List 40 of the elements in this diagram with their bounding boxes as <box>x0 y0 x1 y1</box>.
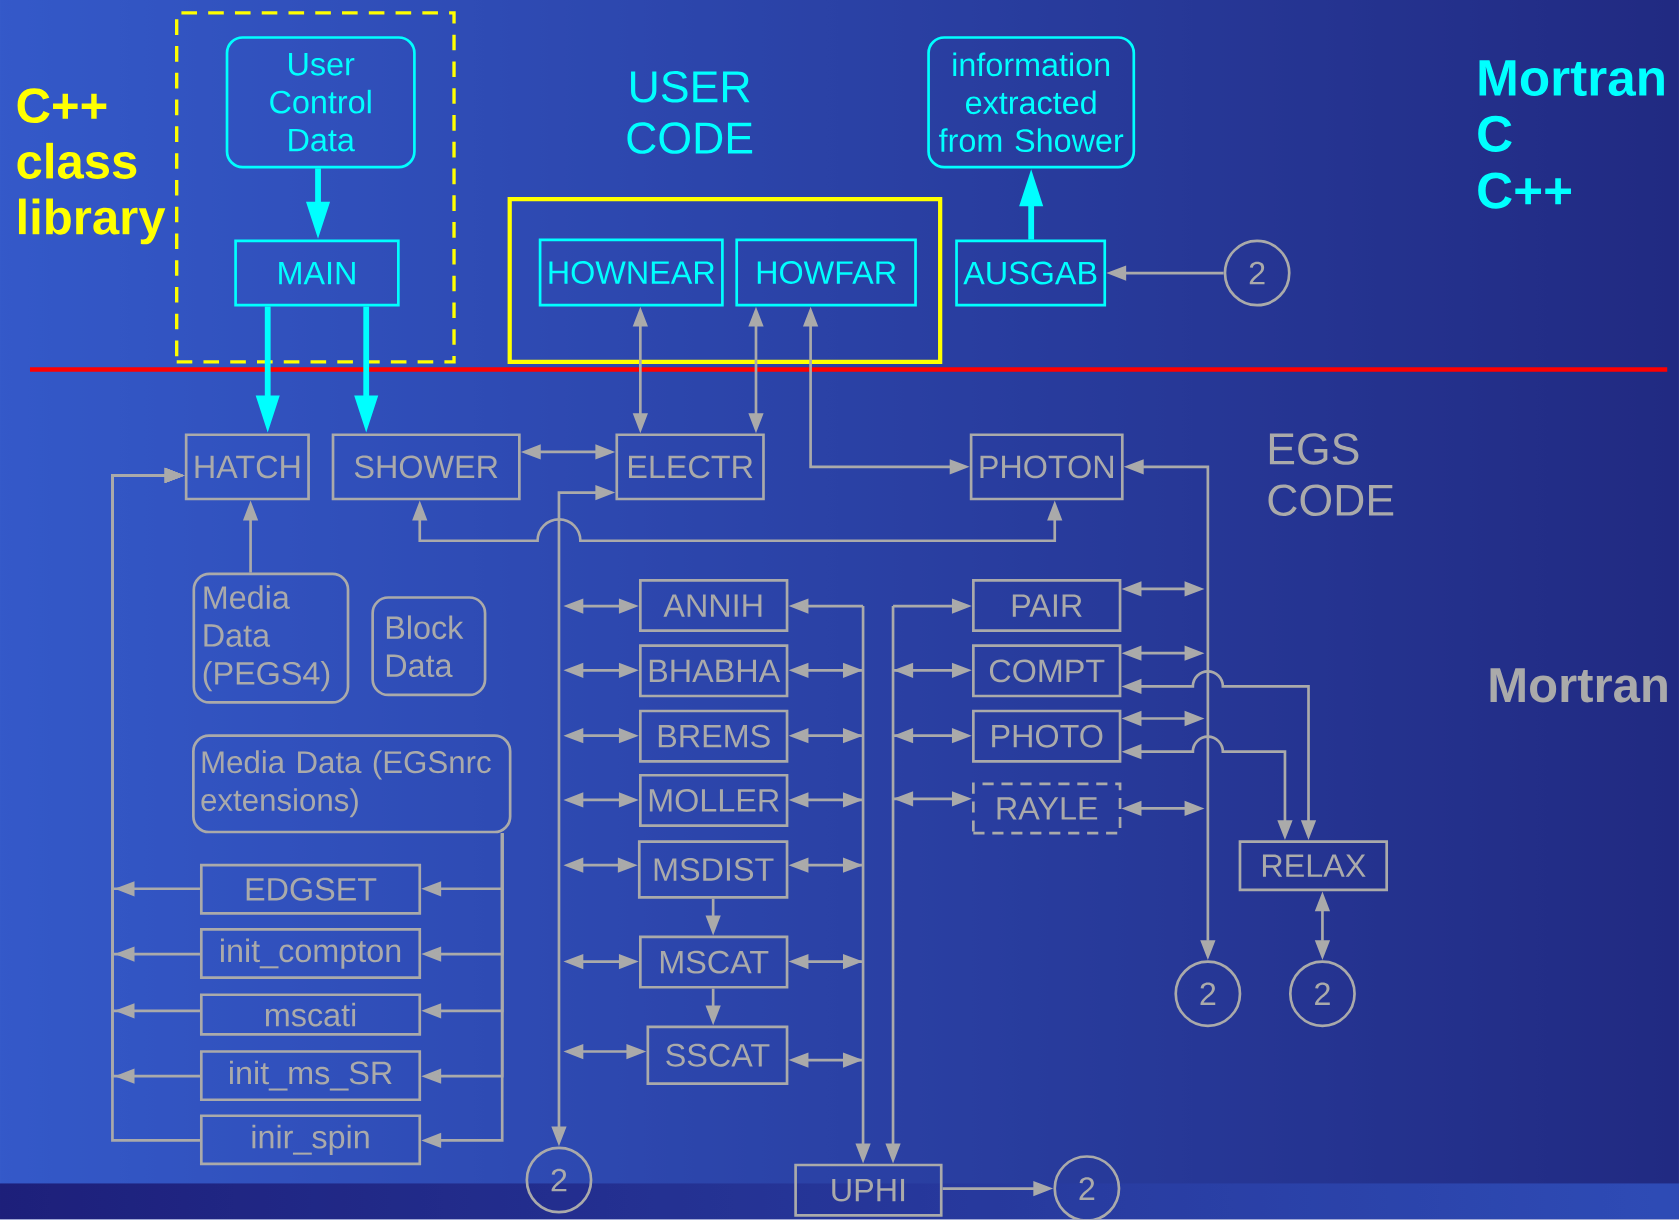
caption-text: Mortran <box>1479 60 1664 97</box>
frame-box <box>175 11 456 364</box>
process-box: PHOTO <box>972 709 1122 763</box>
caption-text: Mortran <box>1490 668 1667 703</box>
process-box: BHABHA <box>639 644 789 698</box>
data-box: Media Data (EGSnrc extensions) <box>192 734 512 834</box>
frame-box <box>507 197 943 365</box>
process-box: AUSGAB <box>955 239 1107 307</box>
caption-text: C++ <box>1478 172 1571 209</box>
process-box: ANNIH <box>639 579 789 633</box>
process-box: RAYLE <box>972 782 1122 835</box>
data-box: information extracted from Shower <box>927 36 1136 169</box>
data-box: User Control Data <box>225 36 416 169</box>
process-box: inir_spin <box>199 1114 422 1166</box>
process-box: COMPT <box>972 644 1122 698</box>
process-box: EDGSET <box>199 864 422 915</box>
process-box: init_ms_SR <box>199 1050 422 1102</box>
process-box: ELECTR <box>615 433 765 501</box>
caption-text: EGS CODE <box>1268 433 1394 517</box>
data-box: Block Data <box>371 596 487 697</box>
process-box: PAIR <box>972 579 1122 633</box>
process-box: SSCAT <box>646 1025 789 1086</box>
process-box: SHOWER <box>331 433 521 501</box>
process-box: MSDIST <box>637 840 789 899</box>
data-box: Media Data (PEGS4) <box>192 572 350 704</box>
process-box: MAIN <box>234 239 400 307</box>
process-box: PHOTON <box>969 433 1124 501</box>
process-box: UPHI <box>794 1163 943 1217</box>
process-box: HOWFAR <box>735 238 917 307</box>
caption-text: C++ class library <box>17 88 166 245</box>
process-box: HATCH <box>184 433 310 501</box>
process-box: init_compton <box>199 928 422 980</box>
caption-text: USER CODE <box>627 71 753 155</box>
process-box: HOWNEAR <box>538 238 724 307</box>
process-box: mscati <box>199 993 422 1036</box>
caption-text: C <box>1478 115 1512 153</box>
process-box: MOLLER <box>639 774 789 828</box>
process-box: RELAX <box>1238 840 1388 892</box>
process-box: BREMS <box>639 709 789 763</box>
process-box: MSCAT <box>639 935 789 989</box>
